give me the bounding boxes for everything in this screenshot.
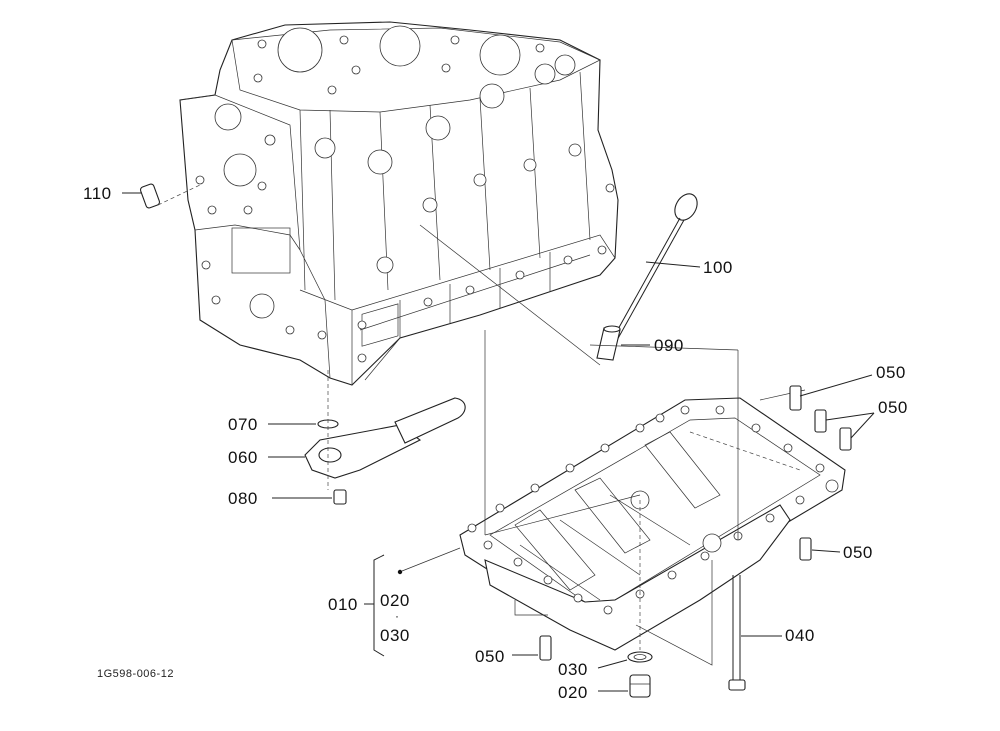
part-100-dipstick: [611, 193, 701, 343]
assembly-bracket-010: [364, 554, 385, 657]
callout-sub-separator: ·: [395, 609, 400, 623]
callout-020-sub: 020: [380, 591, 410, 610]
callout-060: 060: [228, 448, 258, 467]
part-080-bolt: [272, 489, 347, 505]
drawing-code: 1G598-006-12: [97, 668, 174, 680]
part-030-gasket: [597, 651, 653, 669]
part-090-guide: [419, 224, 650, 366]
part-020-drain-plug: [598, 674, 651, 698]
callout-020: 020: [558, 683, 588, 702]
callout-010: 010: [328, 595, 358, 614]
callout-040: 040: [785, 626, 815, 645]
callout-030-sub: 030: [380, 626, 410, 645]
engine-block: [179, 21, 619, 386]
callout-050-bottom: 050: [475, 647, 505, 666]
part-110-plug: [122, 183, 201, 209]
part-060-oil-strainer: [268, 370, 466, 490]
part-050-bolts: [512, 374, 875, 661]
callout-090: 090: [654, 336, 684, 355]
assembly-lines: [484, 330, 806, 666]
callout-030: 030: [558, 660, 588, 679]
callout-050-right: 050: [843, 543, 873, 562]
callout-110: 110: [83, 184, 112, 203]
callout-100: 100: [703, 258, 733, 277]
part-010-oil-pan: [397, 397, 846, 651]
callout-070: 070: [228, 415, 258, 434]
part-070-o-ring: [268, 419, 339, 429]
callout-050-top: 050: [876, 363, 906, 382]
part-040-long-bolt: [728, 575, 782, 691]
callout-080: 080: [228, 489, 258, 508]
callout-050-pair: 050: [878, 398, 908, 417]
